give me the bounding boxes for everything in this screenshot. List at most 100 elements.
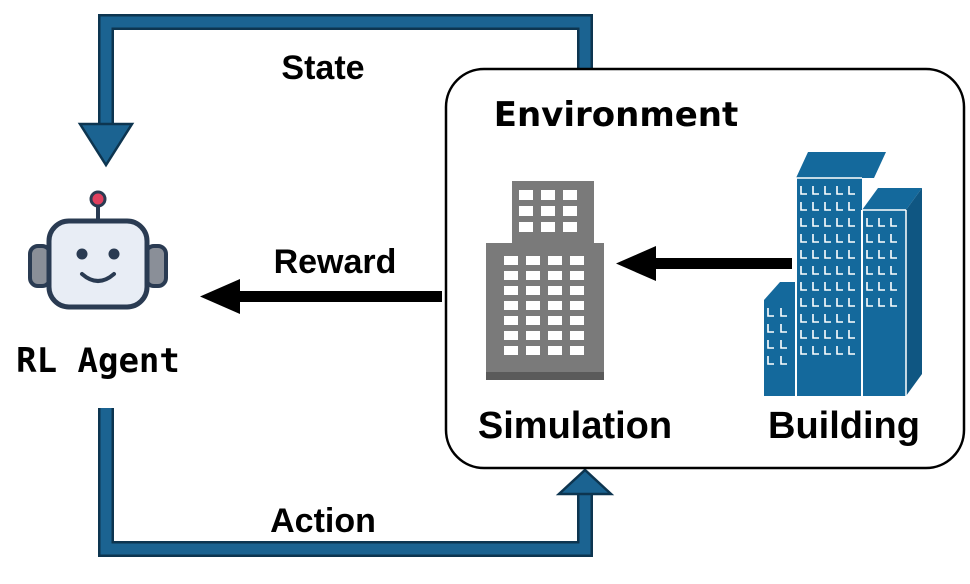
window	[504, 271, 518, 280]
simulation-label: Simulation	[478, 405, 672, 447]
window-mark	[767, 356, 774, 365]
window-mark	[836, 186, 843, 195]
window-mark	[767, 324, 774, 333]
window	[548, 286, 562, 295]
window-mark	[848, 218, 855, 227]
window-mark	[800, 346, 807, 355]
window-mark	[812, 266, 819, 275]
window-mark	[800, 218, 807, 227]
window-mark	[890, 218, 897, 227]
window	[563, 222, 577, 232]
window-mark	[824, 234, 831, 243]
window-mark	[800, 266, 807, 275]
window-mark	[848, 314, 855, 323]
window	[504, 331, 518, 340]
window-mark	[848, 298, 855, 307]
window	[548, 346, 562, 355]
window-mark	[812, 298, 819, 307]
window-mark	[848, 234, 855, 243]
window	[526, 346, 540, 355]
window-mark	[866, 250, 873, 259]
window	[526, 316, 540, 325]
window	[541, 190, 555, 200]
window-mark	[866, 234, 873, 243]
window-mark	[800, 234, 807, 243]
window	[541, 222, 555, 232]
window	[519, 222, 533, 232]
window-mark	[824, 282, 831, 291]
window-mark	[890, 266, 897, 275]
environment-title: Environment	[494, 95, 739, 135]
window-mark	[836, 330, 843, 339]
window-mark	[878, 266, 885, 275]
reward-arrow	[200, 279, 442, 314]
window	[541, 206, 555, 216]
window	[504, 286, 518, 295]
window-mark	[800, 282, 807, 291]
window-mark	[824, 298, 831, 307]
window-mark	[878, 218, 885, 227]
window	[526, 286, 540, 295]
building-to-simulation-arrow	[616, 246, 792, 281]
window-mark	[824, 266, 831, 275]
window	[570, 256, 584, 265]
window-mark	[866, 282, 873, 291]
window-mark	[800, 298, 807, 307]
window-mark	[848, 330, 855, 339]
window	[548, 271, 562, 280]
window	[548, 301, 562, 310]
window	[570, 316, 584, 325]
window	[526, 301, 540, 310]
window-mark	[890, 298, 897, 307]
window-mark	[800, 186, 807, 195]
window-mark	[812, 346, 819, 355]
window-mark	[866, 298, 873, 307]
window-mark	[812, 186, 819, 195]
window	[548, 316, 562, 325]
window	[563, 190, 577, 200]
window-mark	[780, 356, 787, 365]
window-mark	[767, 308, 774, 317]
window	[519, 206, 533, 216]
window-mark	[824, 250, 831, 259]
window-mark	[812, 202, 819, 211]
window-mark	[812, 282, 819, 291]
window	[548, 331, 562, 340]
window	[504, 316, 518, 325]
window-mark	[848, 346, 855, 355]
window-mark	[848, 250, 855, 259]
window-mark	[836, 234, 843, 243]
window-mark	[866, 266, 873, 275]
window-mark	[780, 324, 787, 333]
window	[570, 346, 584, 355]
simulation-tower-icon	[486, 181, 604, 380]
window	[563, 206, 577, 216]
window-mark	[824, 346, 831, 355]
window-mark	[878, 234, 885, 243]
building-icon	[764, 152, 922, 396]
window-mark	[848, 186, 855, 195]
building-label: Building	[768, 405, 920, 447]
window-mark	[824, 218, 831, 227]
window-mark	[836, 346, 843, 355]
window-mark	[890, 234, 897, 243]
window-mark	[836, 202, 843, 211]
window	[504, 346, 518, 355]
window-mark	[836, 266, 843, 275]
window	[504, 256, 518, 265]
window	[526, 331, 540, 340]
reward-label: Reward	[274, 243, 397, 281]
window-mark	[800, 250, 807, 259]
state-flow-arrow	[77, 14, 593, 168]
window	[548, 256, 562, 265]
window-mark	[812, 330, 819, 339]
window	[570, 271, 584, 280]
window-mark	[836, 218, 843, 227]
window-mark	[866, 218, 873, 227]
window	[570, 301, 584, 310]
window	[526, 256, 540, 265]
window-mark	[824, 330, 831, 339]
window-mark	[767, 340, 774, 349]
window-mark	[800, 330, 807, 339]
